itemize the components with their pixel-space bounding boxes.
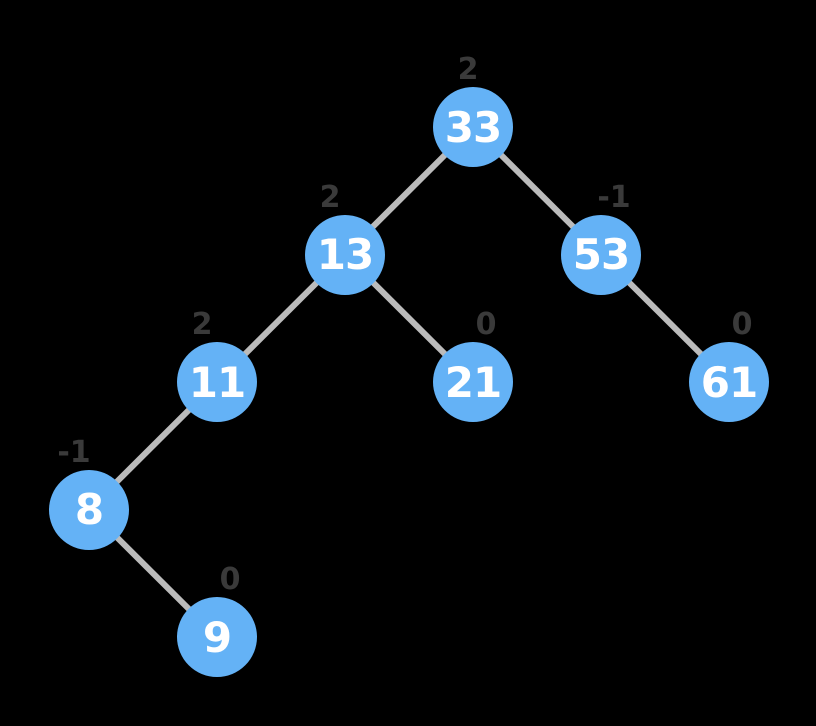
- balance-factor-label-9: 0: [219, 562, 241, 597]
- balance-factor-label-11: 2: [191, 307, 213, 342]
- tree-node-33: 33: [433, 87, 513, 167]
- balance-factor-label-13: 2: [319, 179, 341, 215]
- balance-factor-label-53: -1: [597, 179, 631, 215]
- balance-factor-label-8: -1: [57, 434, 91, 470]
- balance-factor-label-21: 0: [475, 307, 497, 342]
- balance-factor-label-33: 2: [457, 52, 479, 87]
- tree-node-11: 11: [177, 342, 257, 422]
- tree-node-13: 13: [305, 214, 385, 295]
- tree-node-61: 61: [689, 342, 769, 422]
- balance-factor-label-61: 0: [731, 307, 753, 342]
- tree-node-21: 21: [433, 342, 513, 422]
- tree-node-9: 9: [177, 597, 257, 677]
- tree-node-53: 53: [561, 214, 641, 295]
- tree-node-8: 8: [49, 469, 129, 550]
